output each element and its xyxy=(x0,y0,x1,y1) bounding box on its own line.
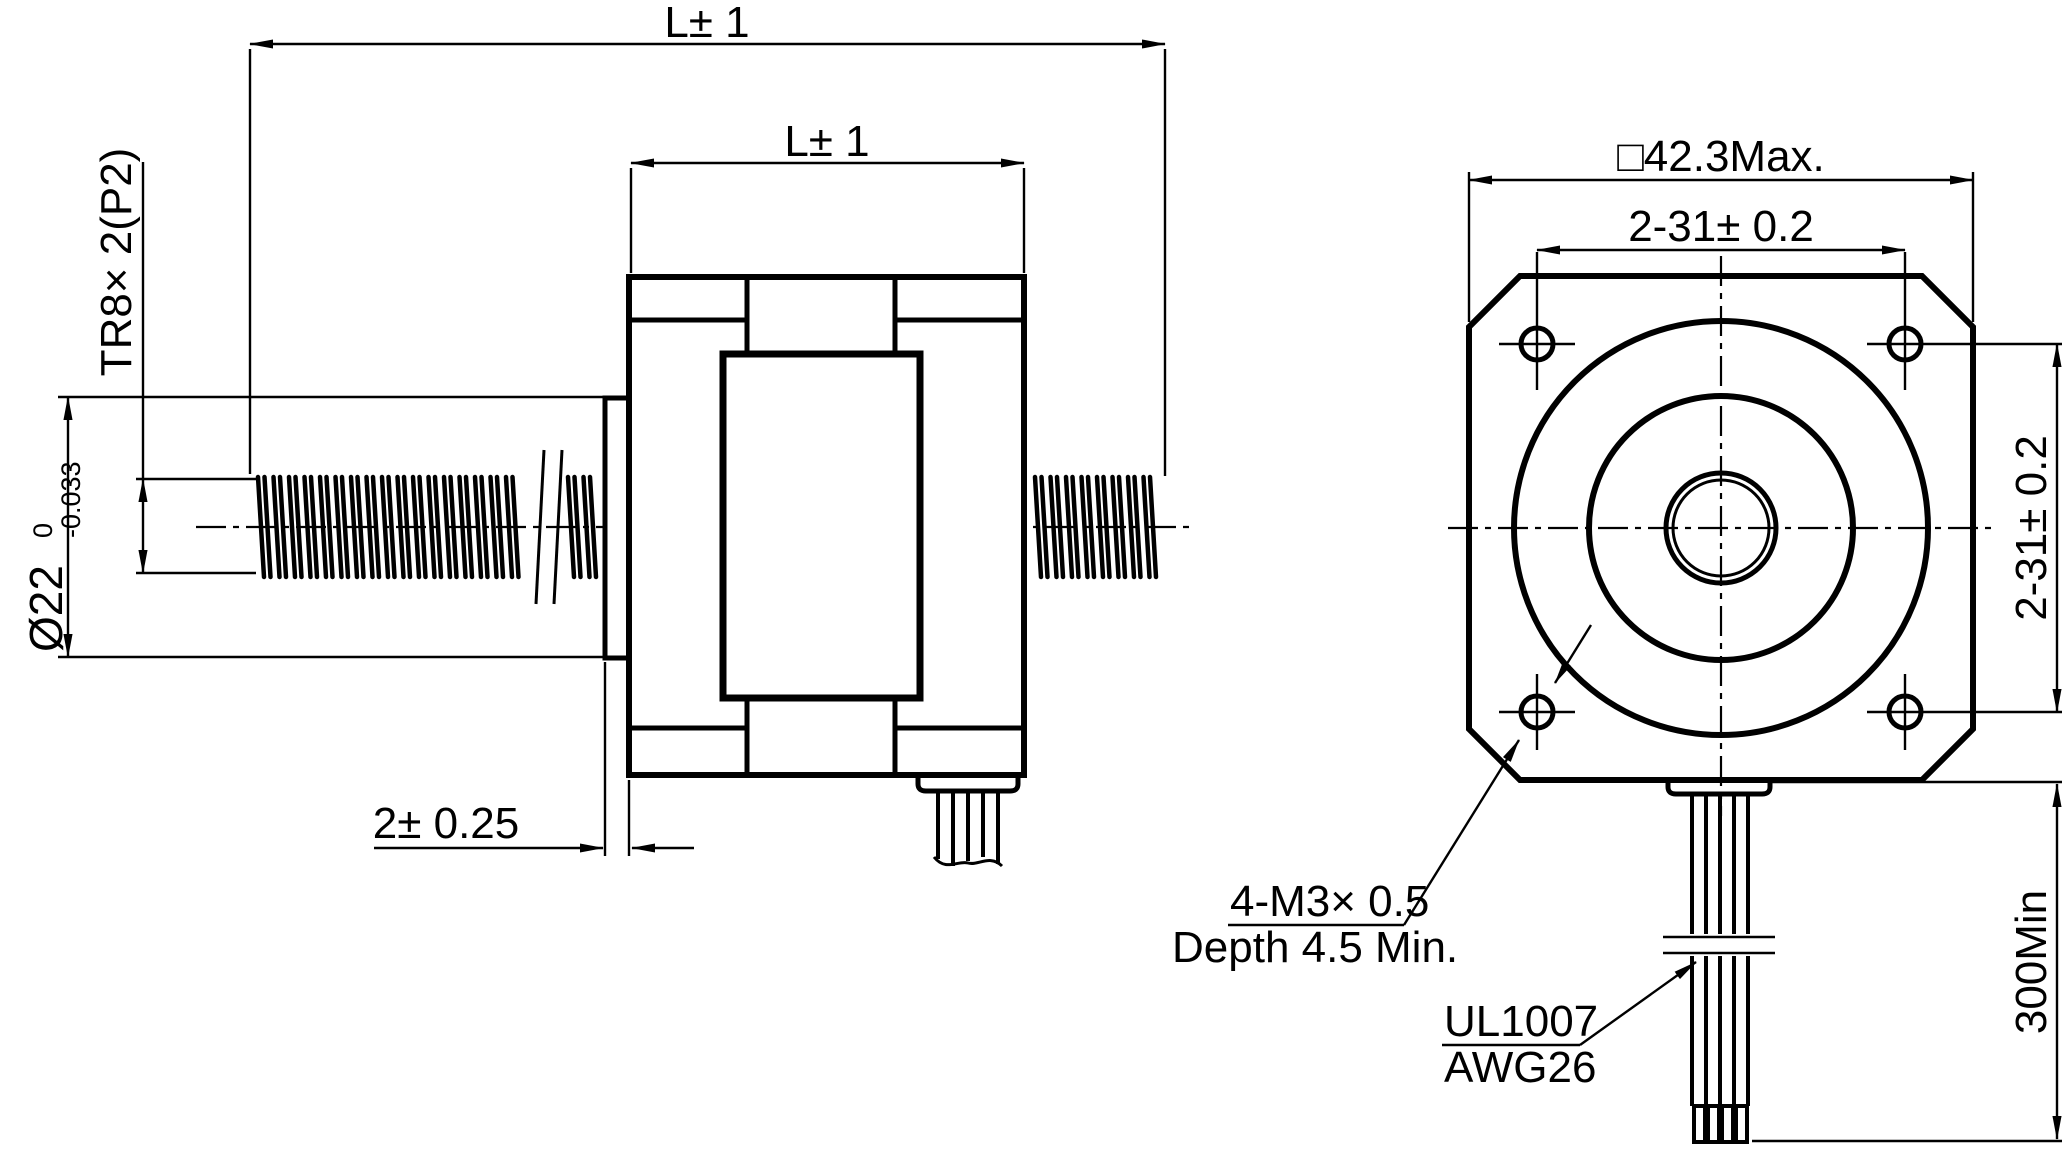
dim-boss-diameter-tol-lower: -0.033 xyxy=(56,461,86,538)
wire-stripped-ends xyxy=(1692,1104,1749,1144)
dim-thread-spec: TR8× 2(P2) xyxy=(92,148,256,575)
note-lead-wires: UL1007 AWG26 xyxy=(1442,961,1697,1092)
dim-overall-length: L± 1 xyxy=(248,0,1167,476)
dim-lead-length: 300Min xyxy=(1752,780,2062,1143)
dim-hole-spacing-horizontal-label: 2-31± 0.2 xyxy=(1628,202,1814,251)
dim-boss-diameter-tol-upper: 0 xyxy=(28,523,58,538)
lead-wires-front xyxy=(1690,794,1750,1106)
dim-body-length-label: L± 1 xyxy=(784,117,869,166)
note-lead-wires-line2: AWG26 xyxy=(1444,1043,1596,1092)
dim-boss-diameter-label: Ø22 xyxy=(20,565,72,652)
dim-overall-length-label: L± 1 xyxy=(664,0,749,47)
dim-frame-size: □42.3Max. xyxy=(1467,132,1975,322)
side-view: L± 1 L± 1 TR8× 2(P2) Ø22 0 -0.033 xyxy=(20,0,1196,868)
dim-hole-spacing-horizontal: 2-31± 0.2 xyxy=(1536,202,1906,255)
dim-body-length: L± 1 xyxy=(629,117,1026,273)
mounting-hole-leader-line-opposite xyxy=(1553,624,1593,684)
lead-wire-leader-line xyxy=(1579,961,1697,1046)
dim-hole-spacing-vertical: 2-31± 0.2 xyxy=(2007,343,2062,713)
mounting-hole-leader-line xyxy=(1402,739,1521,926)
front-view: □42.3Max. 2-31± 0.2 2-31± 0.2 300Min 4-M… xyxy=(1172,132,2062,1144)
note-mounting-holes-line1: 4-M3× 0.5 xyxy=(1230,877,1429,926)
thread-break-lines xyxy=(534,449,564,605)
pilot-boss xyxy=(602,395,632,661)
dim-boss-protrusion-label: 2± 0.25 xyxy=(373,799,519,848)
note-mounting-holes-line2: Depth 4.5 Min. xyxy=(1172,923,1458,972)
dim-boss-diameter: Ø22 0 -0.033 xyxy=(20,395,604,659)
dim-lead-length-label: 300Min xyxy=(2007,890,2056,1034)
mounting-hole-centerlines xyxy=(1499,252,2062,750)
dim-thread-spec-label: TR8× 2(P2) xyxy=(92,148,141,377)
dim-frame-size-label: □42.3Max. xyxy=(1617,132,1825,181)
note-mounting-holes: 4-M3× 0.5 Depth 4.5 Min. xyxy=(1172,624,1593,972)
motor-flange-step-lines xyxy=(629,277,1024,775)
lead-wires-side xyxy=(932,791,1004,868)
lead-screw-thread-right xyxy=(1032,474,1159,580)
wire-break-lines xyxy=(1663,935,1775,955)
dim-boss-protrusion: 2± 0.25 xyxy=(373,662,694,856)
dim-hole-spacing-vertical-label: 2-31± 0.2 xyxy=(2007,435,2056,621)
note-lead-wires-line1: UL1007 xyxy=(1444,997,1598,1046)
lead-screw-thread-left xyxy=(255,474,599,580)
stator-lamination xyxy=(719,350,924,702)
